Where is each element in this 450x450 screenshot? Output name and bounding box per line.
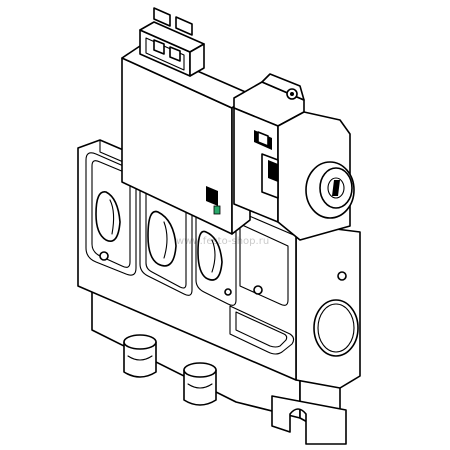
valve-body (77, 139, 361, 389)
screw-icon (253, 285, 263, 295)
port-fitting-left (123, 334, 157, 378)
watermark: www.festo-shop.ru (176, 236, 269, 247)
connector-pin (153, 39, 165, 55)
led-indicator-icon (213, 205, 221, 215)
port-fitting-right (183, 362, 217, 406)
screw-icon (99, 251, 109, 261)
connector-pin (169, 46, 181, 62)
electrical-connector (139, 7, 205, 77)
pilot-block (233, 73, 355, 241)
manual-override-knob (305, 161, 355, 219)
screw-hole (337, 271, 347, 281)
side-port (313, 299, 359, 357)
spool-elements (95, 191, 263, 296)
